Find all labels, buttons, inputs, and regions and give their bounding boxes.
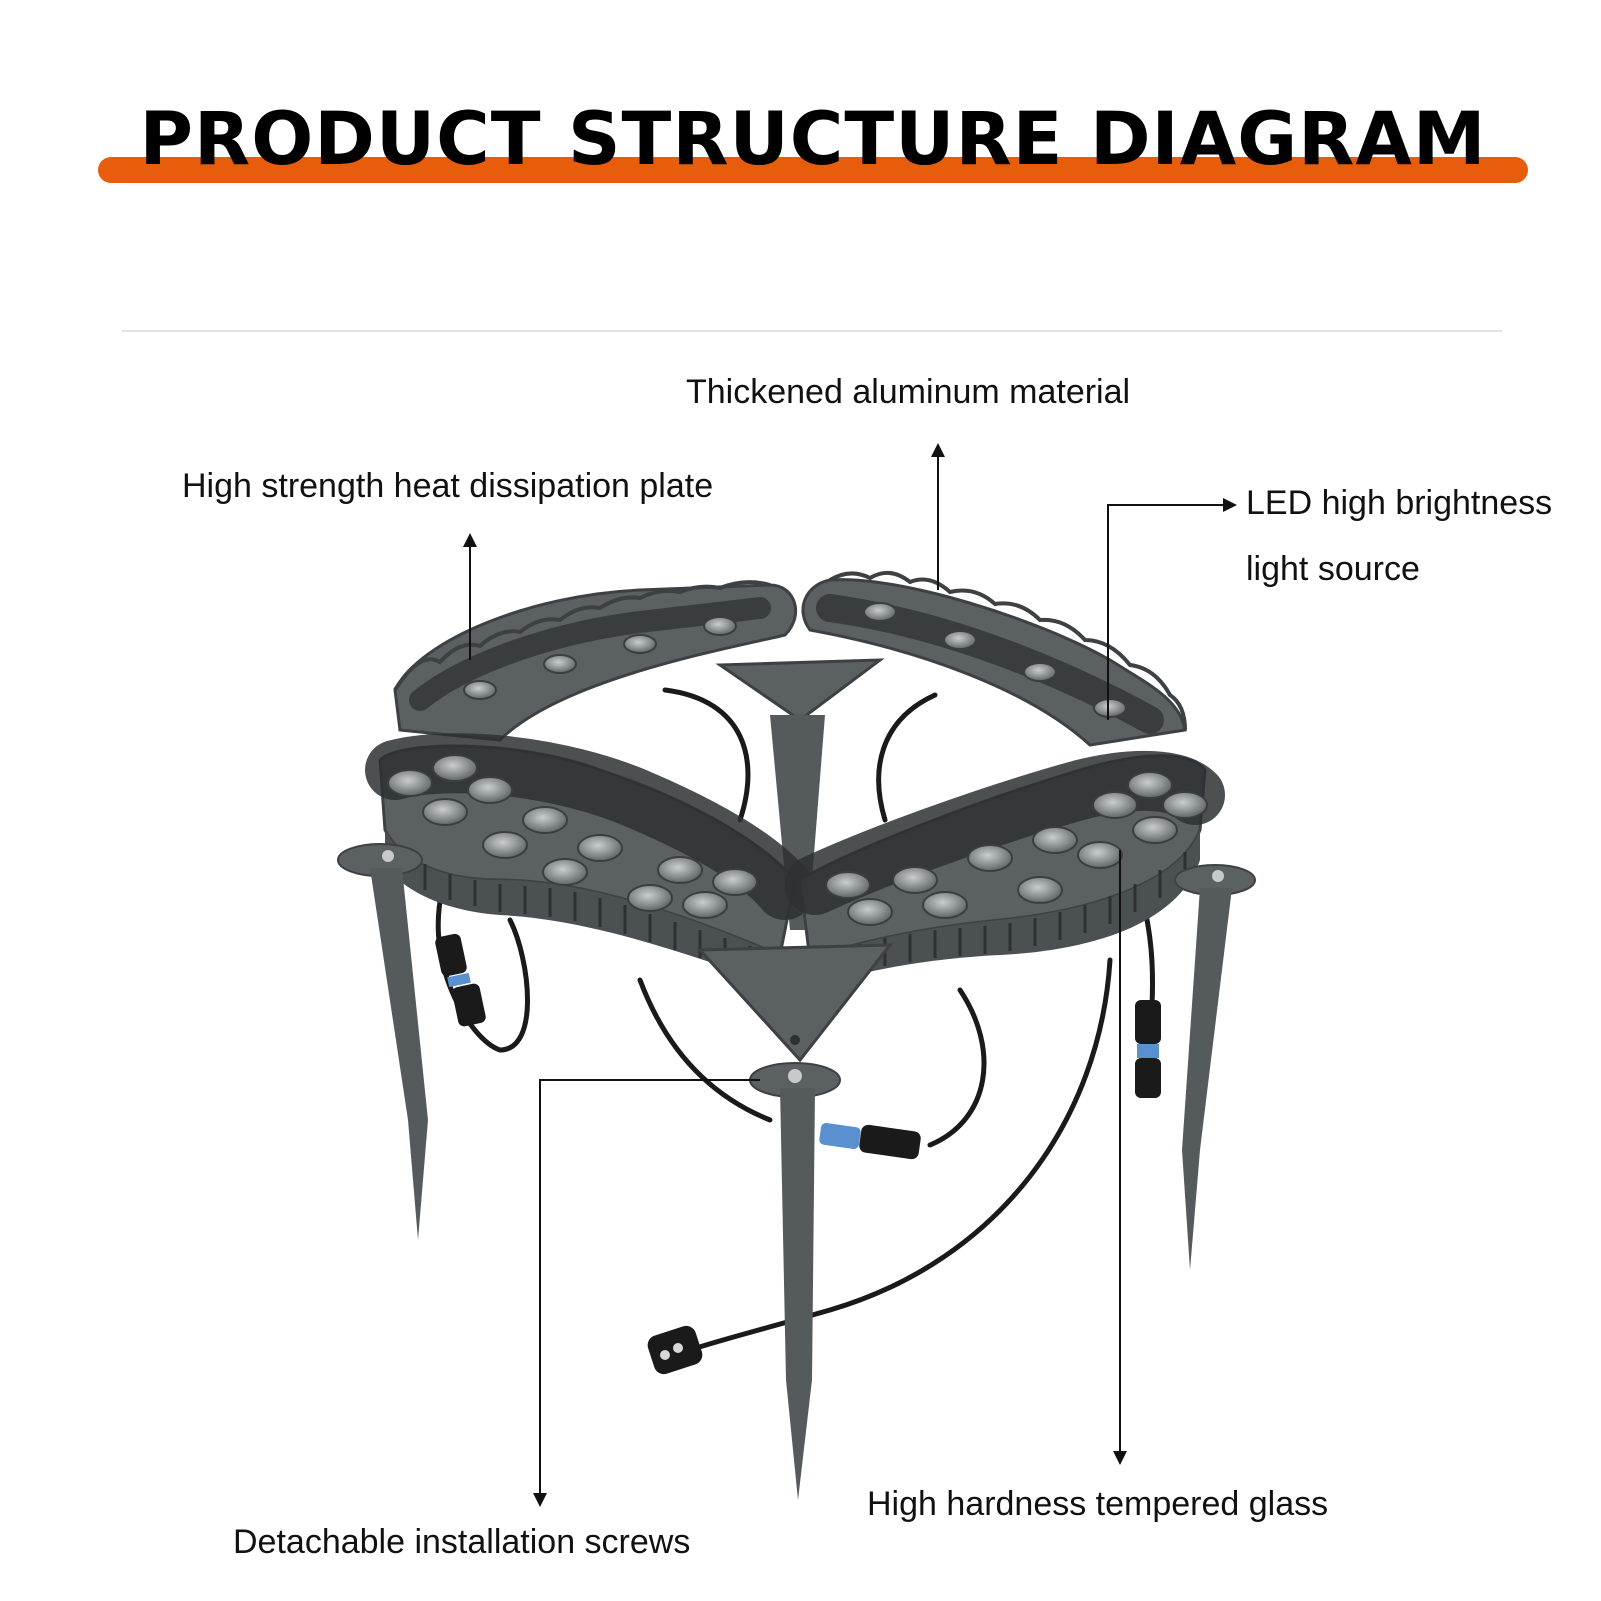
led-lens-icon	[1032, 826, 1078, 854]
led-lens-icon	[1132, 816, 1178, 844]
cable-connectors	[435, 933, 1161, 1375]
led-lens-icon	[863, 602, 897, 622]
title-banner: PRODUCT STRUCTURE DIAGRAM	[98, 95, 1528, 195]
screw-icon	[788, 1069, 802, 1083]
led-lens-icon	[627, 884, 673, 912]
cable-back-right	[876, 692, 938, 823]
led-lens-icon	[543, 654, 577, 674]
label-aluminum: Thickened aluminum material	[686, 373, 1131, 411]
led-lens-group	[387, 602, 1208, 926]
led-lens-icon	[703, 616, 737, 636]
page-title: PRODUCT STRUCTURE DIAGRAM	[139, 97, 1487, 182]
light-module-back-right	[801, 570, 1187, 747]
arrow-pointer-icon	[1107, 498, 1237, 720]
ground-stakes	[337, 843, 1256, 1500]
led-lens-icon	[682, 891, 728, 919]
heat-sink-fins	[398, 850, 1187, 978]
led-lens-icon	[432, 754, 478, 782]
stake-right	[1182, 888, 1232, 1270]
led-lens-icon	[1162, 791, 1208, 819]
label-glass: High hardness tempered glass	[867, 1485, 1329, 1523]
cable-main-lead	[687, 957, 1113, 1353]
cable-front-left	[637, 977, 773, 1123]
center-bracket	[696, 943, 894, 1063]
led-lens-icon	[542, 858, 588, 886]
led-lens-icon	[1093, 698, 1127, 718]
led-lens-icon	[967, 844, 1013, 872]
stake-center	[780, 1088, 815, 1500]
led-lens-icon	[522, 806, 568, 834]
led-lens-icon	[1023, 662, 1057, 682]
title-underline-bar	[98, 157, 1528, 183]
led-lens-icon	[1092, 791, 1138, 819]
led-lens-icon	[387, 769, 433, 797]
led-lens-icon	[1077, 841, 1123, 869]
label-led-line2: light source	[1246, 550, 1420, 588]
led-lens-icon	[712, 868, 758, 896]
led-lens-icon	[922, 891, 968, 919]
stake-left	[370, 868, 428, 1240]
arrow-pointer-icon	[533, 1079, 760, 1507]
cable-back-left	[662, 687, 751, 823]
section-divider	[122, 330, 1502, 332]
led-lens-icon	[657, 856, 703, 884]
led-lens-icon	[463, 680, 497, 700]
led-lens-icon	[892, 866, 938, 894]
led-lens-icon	[422, 798, 468, 826]
led-lens-icon	[847, 898, 893, 926]
led-lens-icon	[825, 871, 871, 899]
led-lens-icon	[1127, 771, 1173, 799]
led-lens-icon	[943, 630, 977, 650]
callout-arrows	[463, 443, 1237, 1507]
led-lens-icon	[482, 831, 528, 859]
cable-front-right	[927, 987, 987, 1148]
led-lens-icon	[1017, 876, 1063, 904]
label-heat-plate: High strength heat dissipation plate	[182, 467, 714, 505]
label-screws: Detachable installation screws	[233, 1523, 691, 1561]
led-lens-icon	[623, 634, 657, 654]
label-led-line1: LED high brightness	[1246, 484, 1553, 522]
led-lens-icon	[467, 776, 513, 804]
light-module-back-left	[393, 580, 798, 742]
led-lens-icon	[577, 834, 623, 862]
